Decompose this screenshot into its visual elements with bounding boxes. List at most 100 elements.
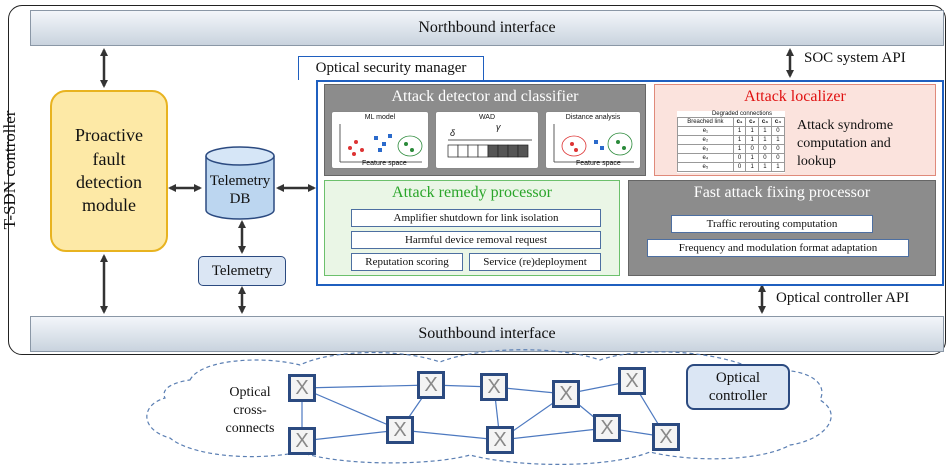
table-cell: 0 xyxy=(732,162,747,172)
table-cell: 1 xyxy=(745,135,760,145)
controller-frame xyxy=(8,5,946,355)
table-cell: 1 xyxy=(732,135,747,145)
distance-analysis-thumbnail: Distance analysis Feature space xyxy=(545,111,641,169)
table-col-header: c₁ xyxy=(732,117,747,127)
table-col-header: c₄ xyxy=(770,117,786,127)
optical-controller-label: Optical controller xyxy=(708,370,768,404)
table-cell: 0 xyxy=(745,144,760,154)
remedy-item-device-removal: Harmful device removal request xyxy=(351,231,601,249)
syndrome-table-caption: Degraded connections xyxy=(711,111,773,117)
oxc-node-glyph: X xyxy=(559,382,573,405)
oxc-node-icon: X xyxy=(417,371,445,399)
osm-tab-label: Optical security manager xyxy=(315,60,467,76)
oxc-label: Optical cross-connects xyxy=(225,385,275,437)
detector-panel: Attack detector and classifier ML model … xyxy=(324,84,646,176)
wad-gamma: γ xyxy=(496,122,501,132)
optical-api-label: Optical controller API xyxy=(776,290,910,306)
fault-detection-label: Proactive fault detection module xyxy=(75,125,143,216)
table-cell: 1 xyxy=(758,126,772,136)
table-cell: 1 xyxy=(758,135,772,145)
table-cell: 1 xyxy=(758,162,772,172)
oxc-node-icon: X xyxy=(652,423,680,451)
oxc-node-glyph: X xyxy=(393,418,407,441)
table-cell: e₄ xyxy=(677,153,734,163)
telemetry-box: Telemetry xyxy=(198,256,286,286)
optical-controller-box: Optical controller xyxy=(686,364,790,410)
localizer-panel: Attack localizer Degraded connections Br… xyxy=(654,84,936,176)
oxc-node-glyph: X xyxy=(295,376,309,399)
remedy-item-amplifier-shutdown: Amplifier shutdown for link isolation xyxy=(351,209,601,227)
telemetry-db-label: Telemetry DB xyxy=(209,173,271,207)
telemetry-db: Telemetry DB xyxy=(204,146,276,222)
remedy-title: Attack remedy processor xyxy=(392,184,552,201)
ml-model-thumbnail: ML model Feature space xyxy=(331,111,429,169)
table-cell: 1 xyxy=(732,144,747,154)
ml-model-title: ML model xyxy=(364,114,396,121)
table-col-header: c₃ xyxy=(758,117,772,127)
table-cell: e₃ xyxy=(677,144,734,154)
arrows xyxy=(100,48,794,314)
table-row: e₅ 0 1 1 1 xyxy=(677,162,786,172)
fault-detection-module: Proactive fault detection module xyxy=(50,90,168,252)
fixing-title: Fast attack fixing processor xyxy=(693,184,871,201)
localizer-description: Attack syndrome computation and lookup xyxy=(797,118,894,170)
database-icon xyxy=(205,146,275,220)
table-cell: 0 xyxy=(732,153,747,163)
table-row: e₃ 1 0 0 0 xyxy=(677,144,786,154)
osm-tab: Optical security manager xyxy=(298,56,484,80)
oxc-node-icon: X xyxy=(618,367,646,395)
table-cell: 0 xyxy=(770,144,786,154)
southbound-interface: Southbound interface xyxy=(30,316,944,352)
table-cell: e₅ xyxy=(677,162,734,172)
table-cell: 0 xyxy=(758,153,772,163)
table-cell: 1 xyxy=(732,126,747,136)
northbound-label: Northbound interface xyxy=(418,19,556,36)
oxc-node-icon: X xyxy=(288,427,316,455)
table-cell: e₁ xyxy=(677,126,734,136)
table-cell: e₂ xyxy=(677,135,734,145)
wad-title: WAD xyxy=(478,114,496,121)
ml-model-caption: Feature space xyxy=(362,160,407,167)
telemetry-label: Telemetry xyxy=(211,262,273,279)
southbound-label: Southbound interface xyxy=(418,325,556,342)
fixing-item-traffic-rerouting: Traffic rerouting computation xyxy=(671,215,873,233)
table-cell: 1 xyxy=(770,135,786,145)
table-col-header: c₂ xyxy=(745,117,760,127)
table-row: e₂ 1 1 1 1 xyxy=(677,135,786,145)
table-row: e₁ 1 1 1 0 xyxy=(677,126,786,136)
fixing-panel: Fast attack fixing processor Traffic rer… xyxy=(628,180,936,276)
oxc-node-icon: X xyxy=(593,414,621,442)
oxc-node-glyph: X xyxy=(659,425,673,448)
table-cell: 0 xyxy=(758,144,772,154)
network-cloud xyxy=(146,349,832,465)
distance-icon xyxy=(553,124,634,163)
table-cell: 1 xyxy=(770,162,786,172)
oxc-node-icon: X xyxy=(480,373,508,401)
table-cell: 1 xyxy=(745,126,760,136)
detector-title: Attack detector and classifier xyxy=(391,88,579,105)
localizer-title: Attack localizer xyxy=(744,88,846,105)
table-cell: 1 xyxy=(745,153,760,163)
wad-delta: δ xyxy=(450,128,456,138)
oxc-node-glyph: X xyxy=(600,416,614,439)
table-row: e₄ 0 1 0 0 xyxy=(677,153,786,163)
remedy-panel: Attack remedy processor Amplifier shutdo… xyxy=(324,180,620,276)
oxc-node-icon: X xyxy=(386,416,414,444)
table-cell: 1 xyxy=(745,162,760,172)
distance-analysis-caption: Feature space xyxy=(576,160,621,167)
oxc-node-icon: X xyxy=(552,380,580,408)
oxc-node-glyph: X xyxy=(493,428,507,451)
oxc-node-glyph: X xyxy=(295,429,309,452)
oxc-node-glyph: X xyxy=(625,369,639,392)
oxc-node-icon: X xyxy=(486,426,514,454)
window-icon xyxy=(447,139,532,158)
syndrome-table: Degraded connections Breached link c₁ c₂… xyxy=(677,111,786,173)
oxc-node-glyph: X xyxy=(487,375,501,398)
fixing-item-format-adaptation: Frequency and modulation format adaptati… xyxy=(647,239,909,257)
table-cell: 0 xyxy=(770,153,786,163)
scatter-icon xyxy=(339,124,423,163)
oxc-node-glyph: X xyxy=(424,373,438,396)
wad-thumbnail: WAD δ γ xyxy=(435,111,539,169)
remedy-item-service-redeployment: Service (re)deployment xyxy=(469,253,601,271)
northbound-interface: Northbound interface xyxy=(30,10,944,46)
